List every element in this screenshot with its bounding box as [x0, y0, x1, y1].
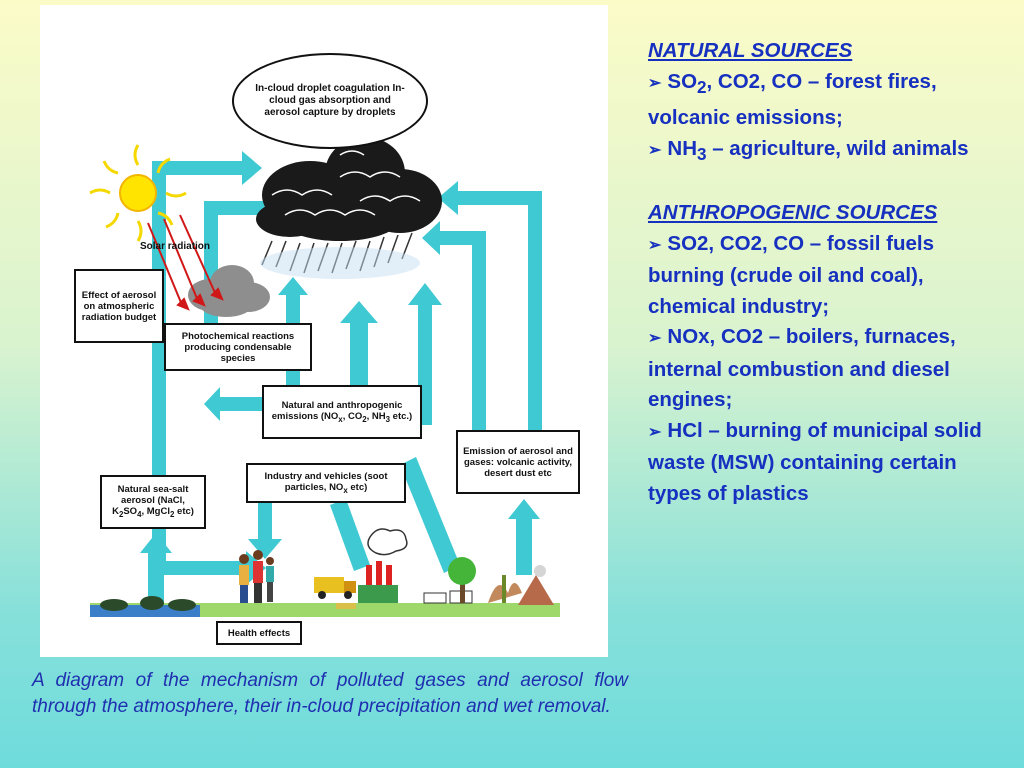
industry-text: Industry and vehicles (soot particles, N…	[264, 470, 388, 495]
radiation-budget-box: Effect of aerosol on atmospheric radiati…	[74, 269, 164, 343]
rain-cloud-icon	[256, 137, 442, 279]
car-icon	[336, 603, 356, 609]
radiation-arrows	[147, 214, 224, 311]
anthropogenic-item-1: ➢SO2, CO2, CO – fossil fuels burning (cr…	[648, 231, 934, 318]
smog-cloud-icon	[188, 265, 270, 317]
cloud-process-label: In-cloud droplet coagulation In-cloud ga…	[232, 53, 428, 149]
figure-caption: A diagram of the mechanism of polluted g…	[32, 670, 628, 717]
emissions-text: Natural and anthropogenic emissions (NOx…	[271, 399, 413, 424]
arrow-bullet-icon: ➢	[648, 74, 662, 92]
rocks-icon	[100, 596, 196, 611]
up-arrow-2	[350, 323, 368, 393]
natural-sources-heading: NATURAL SOURCES	[648, 39, 853, 62]
tree-icon	[448, 557, 476, 603]
photochemical-box: Photochemical reactions producing conden…	[164, 323, 312, 371]
factory-icon	[358, 528, 408, 603]
arrow-bullet-icon: ➢	[648, 423, 662, 441]
emissions-box: Natural and anthropogenic emissions (NOx…	[262, 385, 422, 439]
natural-item-1: ➢SO2, CO2, CO – forest fires, volcanic e…	[648, 69, 937, 130]
truck-icon	[314, 577, 356, 599]
arrow-bullet-icon: ➢	[648, 330, 662, 348]
sun-icon	[89, 144, 187, 242]
desert-icon	[488, 575, 522, 603]
industry-box: Industry and vehicles (soot particles, N…	[246, 463, 406, 503]
people-icon	[239, 550, 274, 603]
volcano-icon	[518, 565, 554, 605]
aerosol-diagram: In-cloud droplet coagulation In-cloud ga…	[40, 5, 608, 657]
anthropogenic-item-2: ➢NOx, CO2 – boilers, furnaces, internal …	[648, 325, 956, 412]
anthropogenic-item-3: ➢HCl – burning of municipal solid waste …	[648, 418, 982, 505]
natural-item-2: ➢NH3 – agriculture, wild animals	[648, 136, 969, 164]
seasalt-box: Natural sea-salt aerosol (NaCl, K2SO4, M…	[100, 475, 206, 529]
arrow-bullet-icon: ➢	[648, 236, 662, 254]
seasalt-text: Natural sea-salt aerosol (NaCl, K2SO4, M…	[112, 484, 194, 519]
solar-radiation-label: Solar radiation	[140, 241, 211, 252]
sources-panel: NATURAL SOURCES ➢SO2, CO2, CO – forest f…	[648, 36, 998, 509]
ground-strip	[90, 603, 560, 617]
arrow-bullet-icon: ➢	[648, 141, 662, 159]
anthropogenic-sources-heading: ANTHROPOGENIC SOURCES	[648, 201, 938, 225]
volcanic-emission-box: Emission of aerosol and gases: volcanic …	[456, 430, 580, 494]
right-loop-arrow	[528, 205, 542, 435]
health-effects-box: Health effects	[216, 621, 302, 645]
